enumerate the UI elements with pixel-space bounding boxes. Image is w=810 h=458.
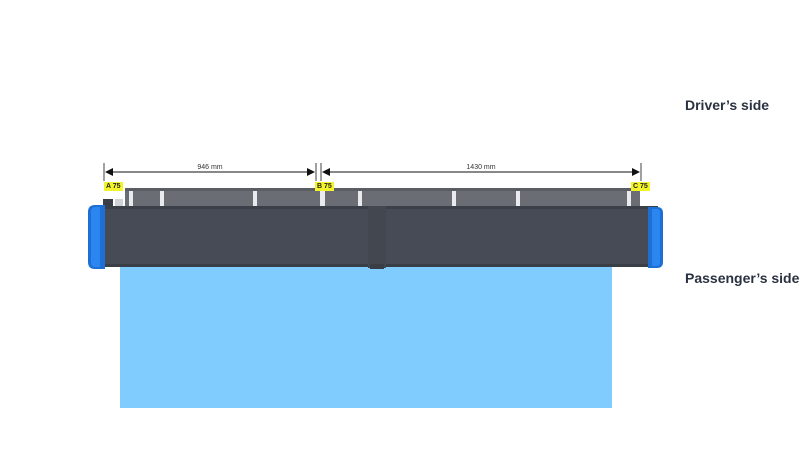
- dimension-label-right: 1430 mm: [466, 164, 495, 171]
- mount-tag-a: A 75: [104, 182, 123, 191]
- rack-center-clamp: [368, 206, 386, 268]
- rail-separators: [129, 191, 631, 208]
- passenger-side-label: Passenger’s side: [685, 270, 800, 286]
- mount-tag-b: B 75: [315, 182, 334, 191]
- mount-bracket-a: [103, 199, 113, 207]
- dimension-label-left: 946 mm: [197, 164, 222, 171]
- driver-side-label: Driver’s side: [685, 97, 770, 113]
- vehicle-roof-area: [120, 262, 612, 408]
- mount-tag-c: C 75: [631, 182, 650, 191]
